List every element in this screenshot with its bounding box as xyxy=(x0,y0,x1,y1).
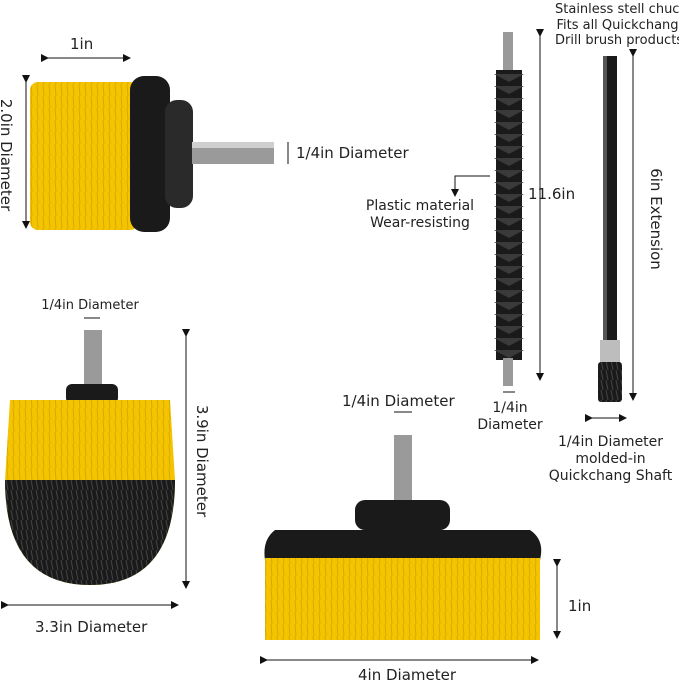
flex-rib xyxy=(494,326,524,334)
flex-rib xyxy=(494,218,524,226)
flex-rib xyxy=(494,182,524,190)
note-line: Diameter xyxy=(477,416,543,433)
flex-rib xyxy=(494,302,524,310)
flex-rib xyxy=(494,290,524,298)
flex-rib xyxy=(494,134,524,142)
chuck-note: Stainless stell chuck Fits all Quickchan… xyxy=(555,2,679,49)
flex-rib xyxy=(494,254,524,262)
note-line: molded-in xyxy=(575,450,646,467)
hex-shaft: 1/4in Diameter molded-in Quickchang Shaf… xyxy=(548,434,673,484)
flex-shaft: 1/4in Diameter xyxy=(470,400,550,434)
hex-length: 6in Extension xyxy=(646,168,665,270)
dome-height: 3.9in Diameter xyxy=(193,404,212,518)
flex-rib xyxy=(494,314,524,322)
flex-rib xyxy=(494,98,524,106)
flex-rib xyxy=(494,74,524,82)
flex-rib xyxy=(494,278,524,286)
flex-rib xyxy=(494,350,524,358)
dome-width: 3.3in Diameter xyxy=(35,618,148,636)
small-brush xyxy=(30,76,274,232)
hex-extension xyxy=(598,56,622,402)
note-line: Drill brush products xyxy=(555,33,679,49)
flat-height: 1in xyxy=(568,597,592,615)
flex-extension xyxy=(494,32,524,386)
material-note: Plastic material Wear-resisting xyxy=(360,198,480,232)
flex-rib xyxy=(494,194,524,202)
flex-rib xyxy=(494,170,524,178)
flex-rib xyxy=(494,110,524,118)
small-brush-height: 2.0in Diameter xyxy=(0,98,16,212)
note-line: 1/4in xyxy=(492,400,528,416)
note-line: 1/4in Diameter xyxy=(557,434,664,450)
note-line: Wear-resisting xyxy=(370,214,470,231)
dome-brush xyxy=(5,330,175,585)
flex-rib xyxy=(494,338,524,346)
note-line: Stainless stell chuck xyxy=(555,2,679,17)
small-brush-width: 1in xyxy=(70,35,94,53)
flex-rib xyxy=(494,146,524,154)
flex-rib xyxy=(494,86,524,94)
note-line: Fits all Quickchang xyxy=(556,17,679,33)
flex-length: 11.6in xyxy=(528,185,576,203)
flat-shaft: 1/4in Diameter xyxy=(342,392,455,410)
flex-rib xyxy=(494,266,524,274)
flex-rib xyxy=(494,122,524,130)
material-pointer xyxy=(451,175,490,197)
flex-rib xyxy=(494,242,524,250)
flat-brush xyxy=(264,435,542,640)
flex-rib xyxy=(494,230,524,238)
flex-rib xyxy=(494,158,524,166)
note-line: Quickchang Shaft xyxy=(548,467,673,484)
flat-width: 4in Diameter xyxy=(358,666,457,684)
flex-rib xyxy=(494,206,524,214)
dome-shaft: 1/4in Diameter xyxy=(41,298,139,313)
note-line: Plastic material xyxy=(365,198,475,214)
small-brush-shaft: 1/4in Diameter xyxy=(296,144,409,162)
